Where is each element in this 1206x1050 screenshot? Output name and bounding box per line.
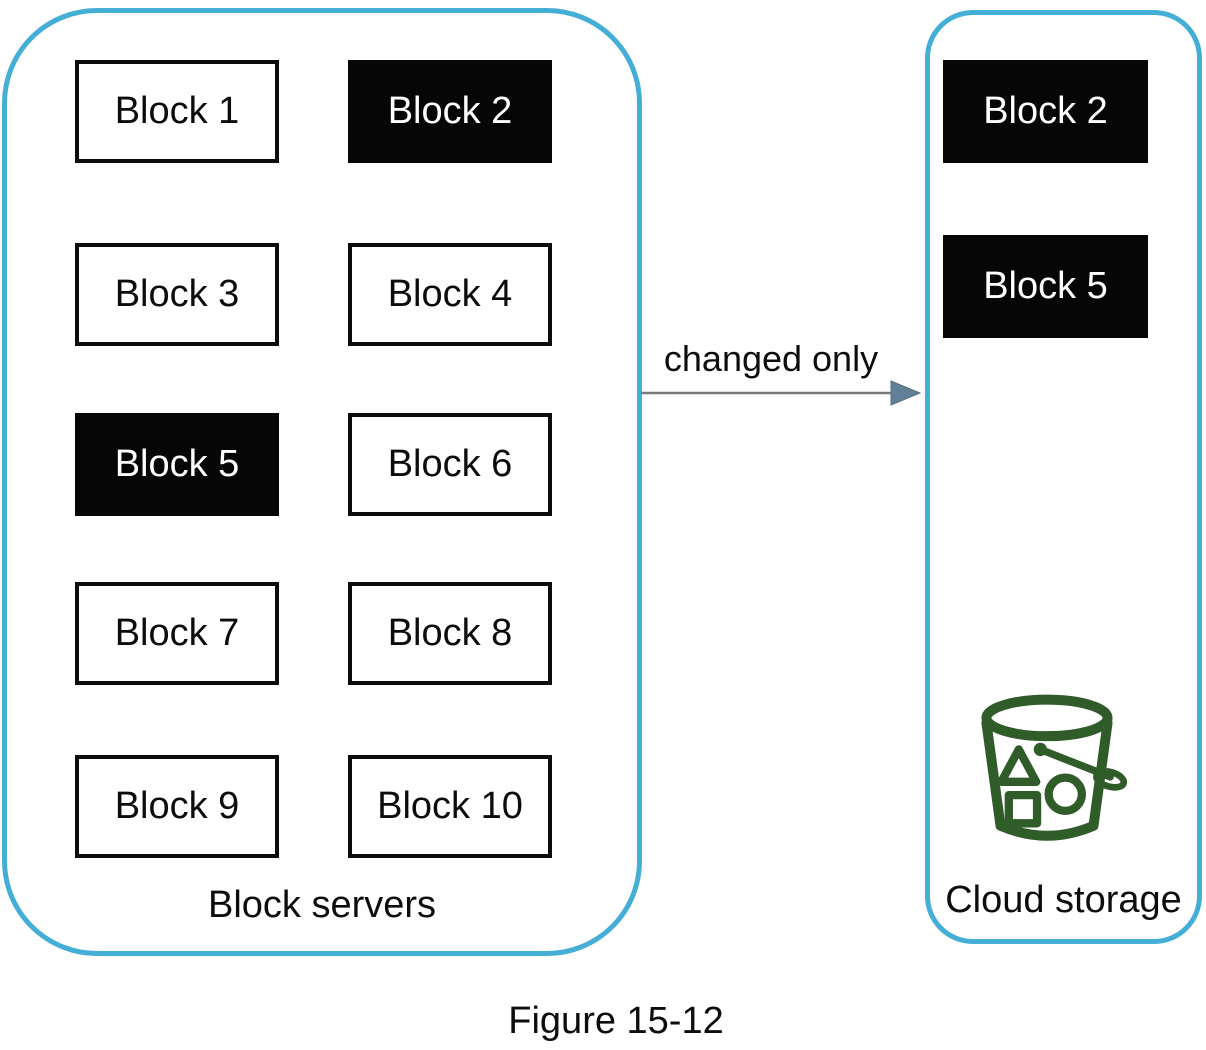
block-6: Block 6: [348, 413, 552, 516]
block-9: Block 9: [75, 755, 279, 858]
block-1: Block 1: [75, 60, 279, 163]
block-10: Block 10: [348, 755, 552, 858]
block-3: Block 3: [75, 243, 279, 346]
block-5: Block 5: [75, 413, 279, 516]
cloud-storage-label: Cloud storage: [945, 879, 1182, 921]
cloud-block-5: Block 5: [943, 235, 1148, 338]
figure-caption: Figure 15-12: [508, 1000, 724, 1042]
s3-bucket-icon: [981, 694, 1128, 841]
block-7: Block 7: [75, 582, 279, 685]
block-servers-label: Block servers: [207, 884, 437, 926]
cloud-block-2: Block 2: [943, 60, 1148, 163]
changed-only-arrow: [641, 380, 922, 406]
cloud-storage-panel: [925, 10, 1202, 944]
block-2: Block 2: [348, 60, 552, 163]
block-8: Block 8: [348, 582, 552, 685]
changed-only-label: changed only: [663, 338, 879, 379]
block-4: Block 4: [348, 243, 552, 346]
